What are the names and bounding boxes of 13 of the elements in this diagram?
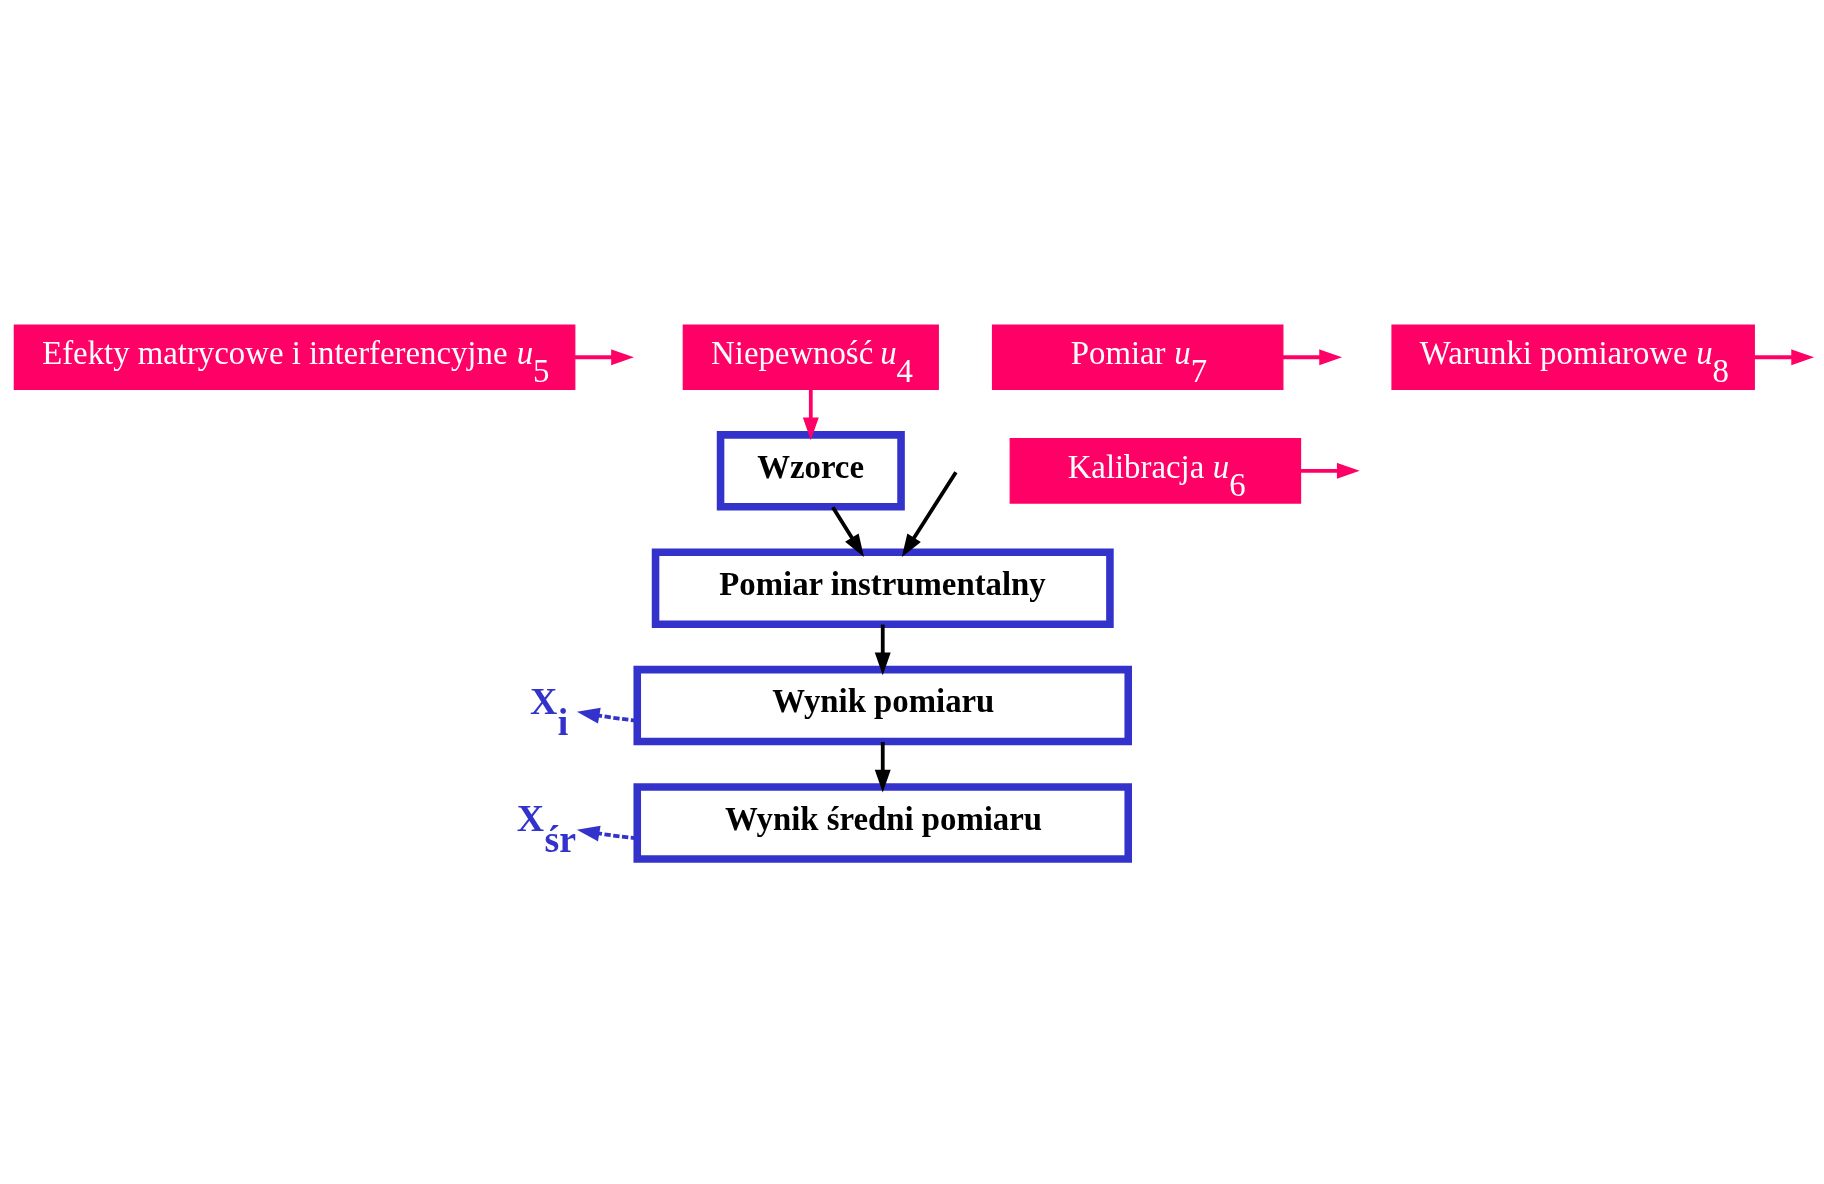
arrow (874, 624, 891, 676)
arrow (874, 741, 891, 793)
node-box: Wynik średni pomiaru (633, 783, 1133, 863)
arrow (901, 471, 958, 557)
arrow (1283, 349, 1342, 366)
arrow (831, 506, 864, 557)
arrow (574, 349, 634, 366)
arrow (802, 389, 819, 441)
node-box: Wzorce (716, 431, 905, 511)
node-box: Wynik pomiaru (633, 665, 1133, 746)
arrow (1754, 349, 1815, 366)
arrow (1300, 462, 1360, 479)
node-box: Pomiar instrumentalny (651, 548, 1114, 628)
